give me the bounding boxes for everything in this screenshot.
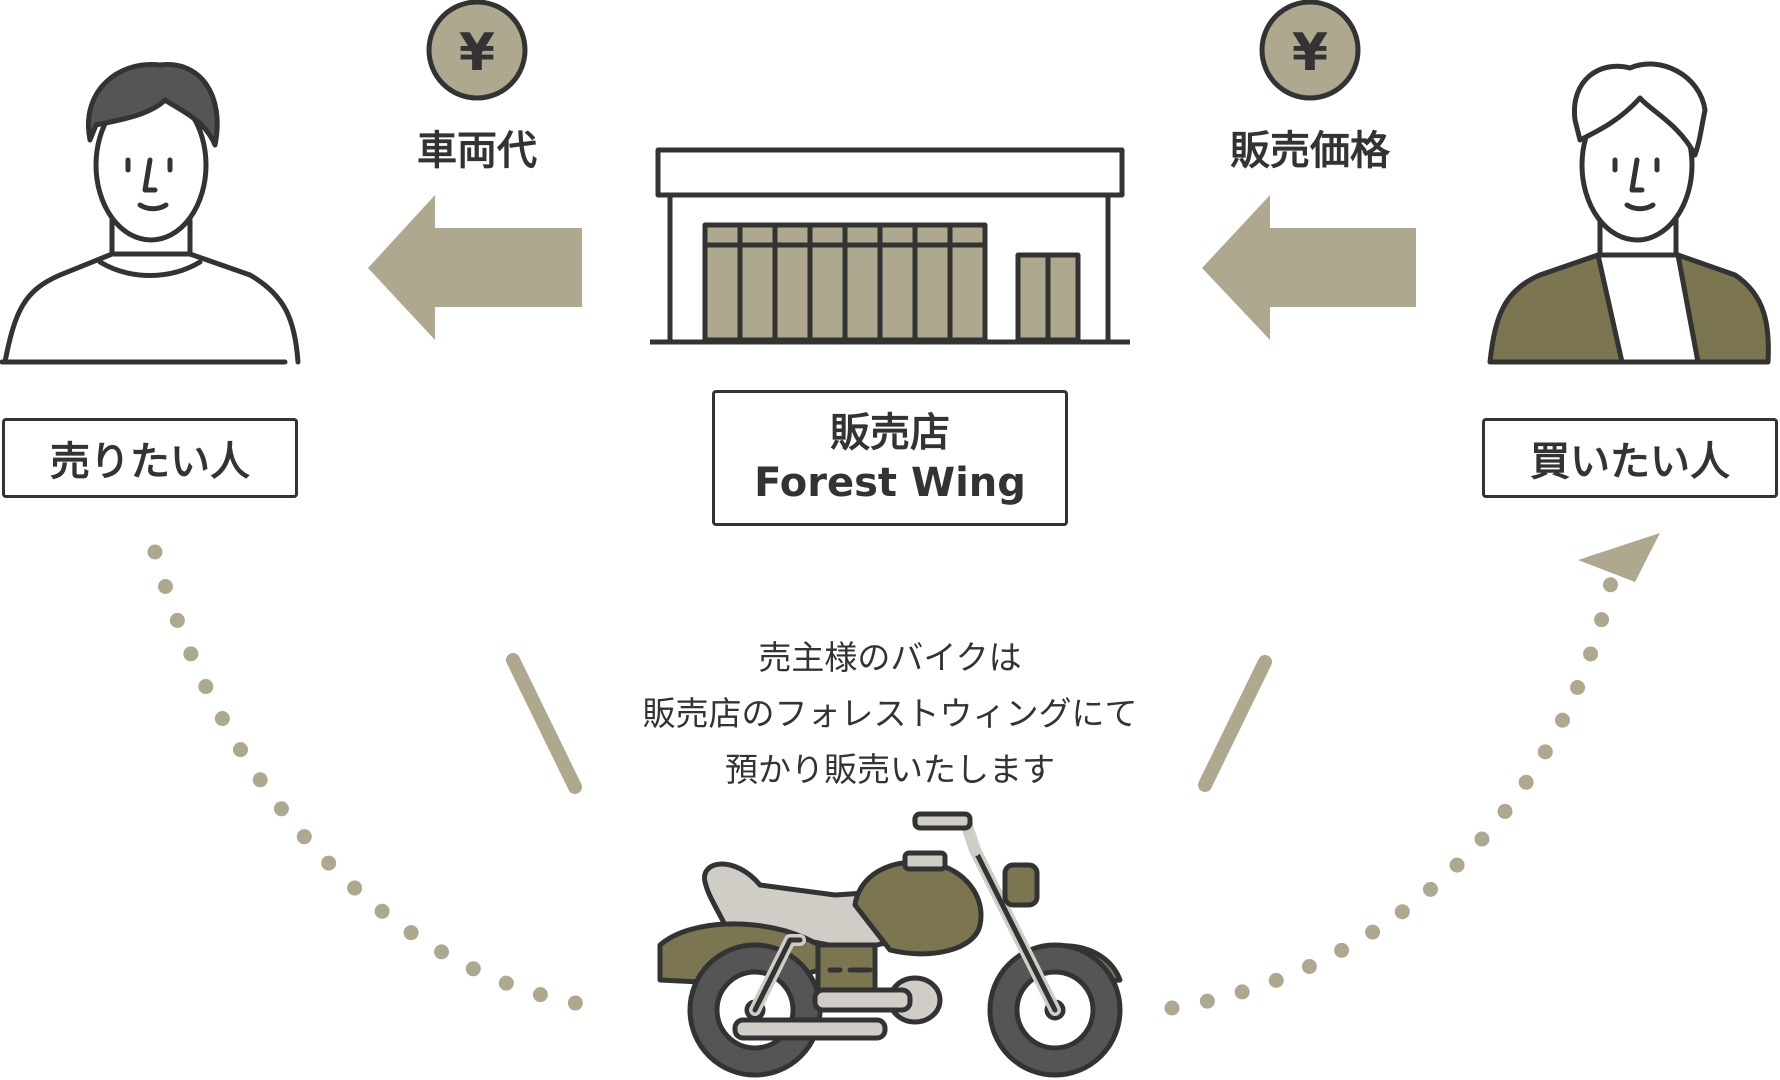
buyer-label-box: 買いたい人 xyxy=(1482,418,1778,498)
slash-accent-right xyxy=(1198,655,1272,792)
description-line-3: 預かり販売いたします xyxy=(725,750,1055,789)
seller-label: 売りたい人 xyxy=(50,439,250,485)
dotted-curve-bike-to-buyer xyxy=(1164,570,1620,1016)
arrow-buyer-to-shop xyxy=(1202,195,1416,340)
buyer-illustration xyxy=(1487,61,1771,365)
arrow-shop-to-seller xyxy=(368,195,582,340)
seller-label-box: 売りたい人 xyxy=(2,418,298,498)
buyer-label: 買いたい人 xyxy=(1530,439,1730,485)
shop-label-line2: Forest Wing xyxy=(754,460,1026,506)
seller-illustration xyxy=(0,61,301,365)
description-line-1: 売主様のバイクは xyxy=(758,638,1022,677)
buyer-price-label: 販売価格 xyxy=(1230,128,1390,174)
shop-label-line1: 販売店 xyxy=(830,410,950,456)
coin-icon-left: ¥ xyxy=(426,0,528,101)
seller-price-label: 車両代 xyxy=(417,128,537,174)
svg-text:¥: ¥ xyxy=(459,23,495,83)
arrowhead-to-buyer xyxy=(1578,533,1660,582)
svg-text:¥: ¥ xyxy=(1292,23,1328,83)
motorcycle-illustration xyxy=(657,811,1123,1078)
dotted-curve-seller-to-bike xyxy=(147,544,618,1016)
slash-accent-left xyxy=(506,653,582,794)
shop-illustration xyxy=(650,147,1130,345)
shop-label-box: 販売店 Forest Wing xyxy=(712,390,1068,526)
coin-icon-right: ¥ xyxy=(1259,0,1361,101)
description-text: 売主様のバイクは 販売店のフォレストウィングにて 預かり販売いたします xyxy=(570,630,1210,798)
description-line-2: 販売店のフォレストウィングにて xyxy=(642,694,1138,733)
